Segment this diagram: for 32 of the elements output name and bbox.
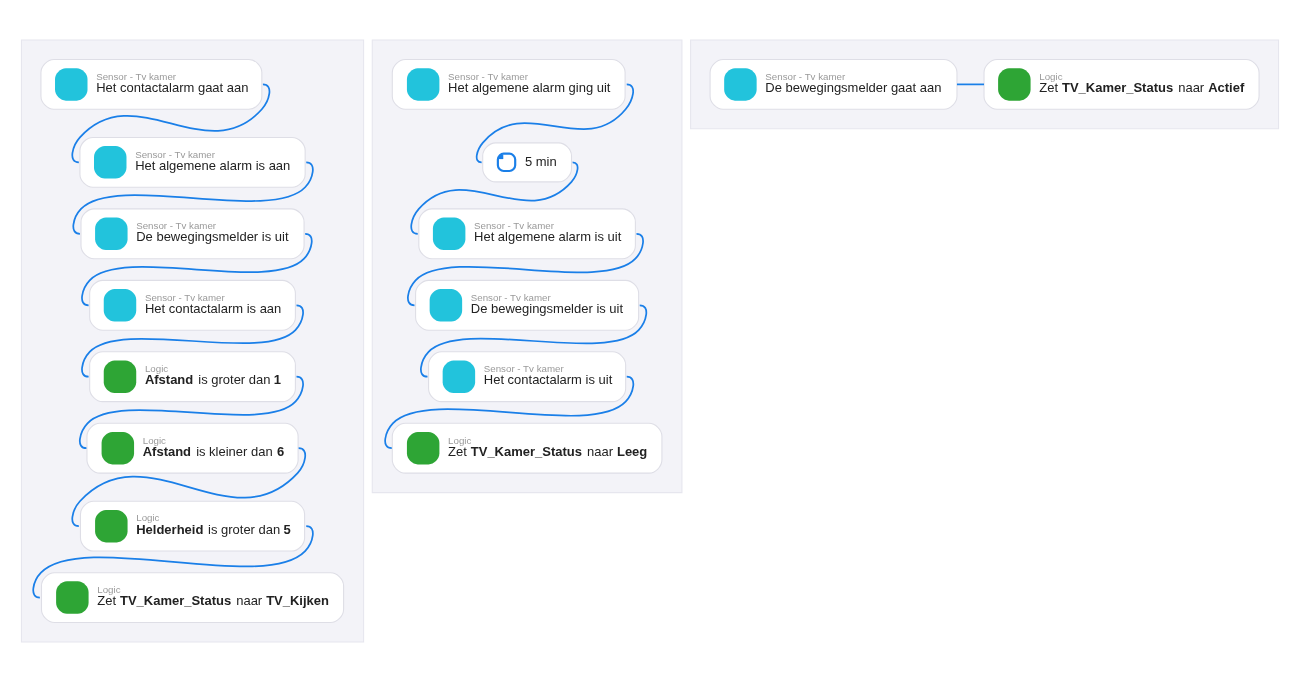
connector bbox=[72, 161, 314, 235]
node-box: 5 min bbox=[482, 142, 573, 183]
node-box: Sensor - Tv kamer De bewegingsmelder is uit bbox=[80, 208, 305, 260]
node-box: Logic Afstand is groter dan 1 bbox=[89, 351, 296, 403]
connector bbox=[81, 304, 304, 378]
node-box: Logic Afstand is kleiner dan 6 bbox=[86, 422, 299, 474]
connector bbox=[81, 232, 313, 307]
cluster bbox=[20, 39, 365, 643]
cluster bbox=[690, 39, 1280, 130]
node-box: Logic Zet TV_Kamer_Status naar Leeg bbox=[391, 422, 663, 474]
connector bbox=[384, 375, 635, 450]
node-box: Logic Helderheid is groter dan 5 bbox=[79, 500, 306, 552]
connector bbox=[78, 375, 304, 450]
connector bbox=[71, 447, 307, 527]
node-box: Logic Zet TV_Kamer_Status naar Actief bbox=[983, 58, 1260, 110]
connector bbox=[407, 232, 644, 307]
connector bbox=[71, 83, 271, 164]
connector bbox=[32, 525, 314, 599]
node-box: Sensor - Tv kamer Het contactalarm is aan bbox=[89, 279, 296, 331]
node-box: Sensor - Tv kamer Het algemene alarm is uit bbox=[418, 208, 636, 260]
node-box: Sensor - Tv kamer Het algemene alarm is aan bbox=[79, 136, 306, 188]
node-box: Sensor - Tv kamer Het contactalarm is uit bbox=[428, 351, 627, 403]
node-box: Sensor - Tv kamer De bewegingsmelder is uit bbox=[415, 279, 640, 331]
connector bbox=[475, 83, 635, 164]
connector bbox=[956, 83, 985, 86]
cluster bbox=[371, 39, 683, 494]
connector bbox=[420, 304, 648, 378]
node-box: Sensor - Tv kamer Het algemene alarm ging uit bbox=[391, 58, 626, 110]
node-box: Sensor - Tv kamer De bewegingsmelder gaat aan bbox=[709, 58, 958, 110]
node-box: Sensor - Tv kamer Het contactalarm gaat aan bbox=[40, 58, 263, 110]
connector bbox=[410, 161, 579, 235]
node-box: Logic Zet TV_Kamer_Status naar TV_Kijken bbox=[40, 572, 345, 624]
